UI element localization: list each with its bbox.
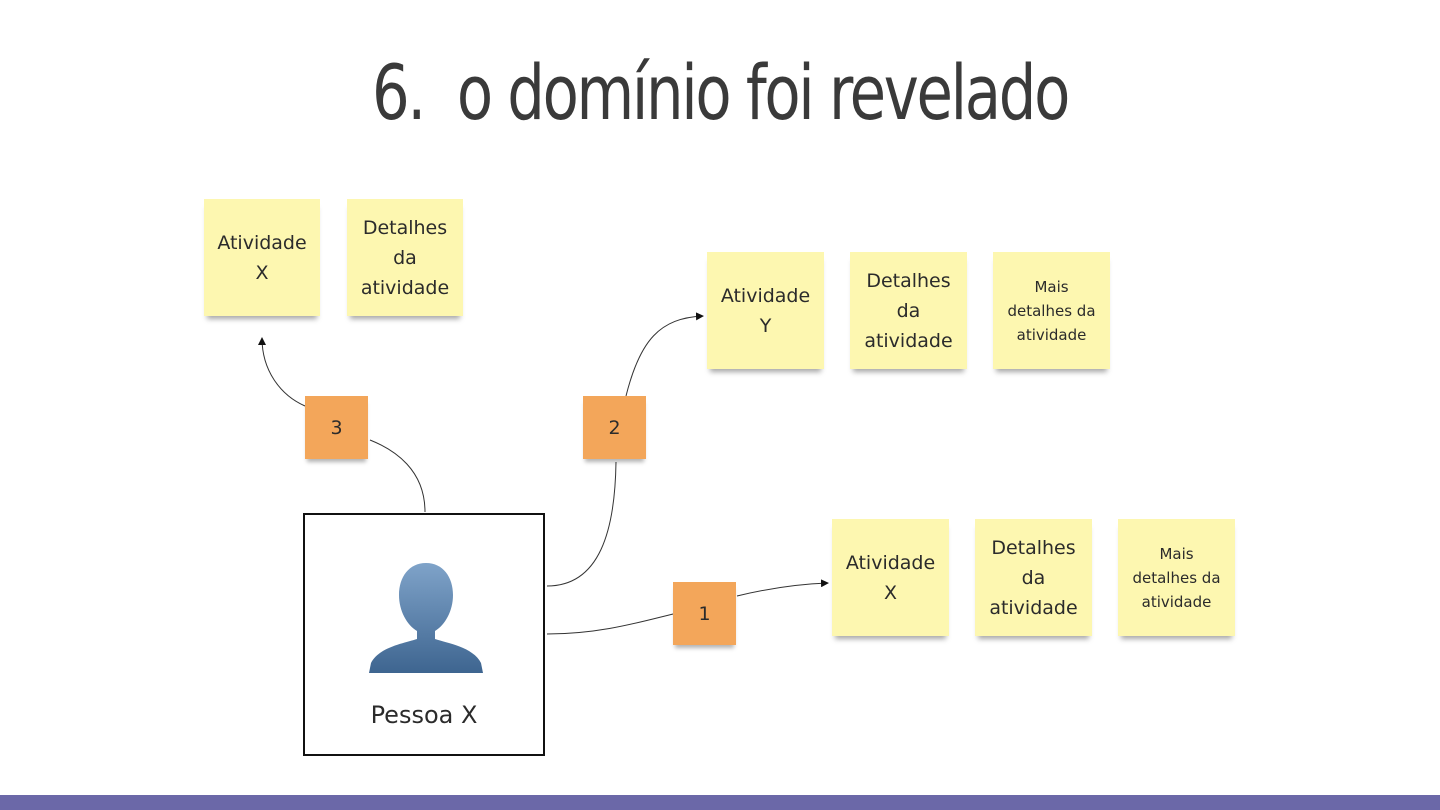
sticky-note-activity-y: Atividade Y <box>707 252 824 369</box>
connector-to-activity-y <box>546 316 703 587</box>
step-note-3: 3 <box>305 396 368 459</box>
sticky-note-more-details-bottom: Mais detalhes da atividade <box>1118 519 1235 636</box>
step-note-1: 1 <box>673 582 736 645</box>
footer-bar <box>0 795 1440 810</box>
sticky-note-details-middle: Detalhes da atividade <box>850 252 967 369</box>
person-card: Pessoa X <box>303 513 545 756</box>
sticky-note-activity-x-bottom: Atividade X <box>832 519 949 636</box>
connector-to-activity-x-top <box>262 338 426 513</box>
connector-to-activity-x-bottom <box>546 583 828 635</box>
sticky-note-more-details-middle: Mais detalhes da atividade <box>993 252 1110 369</box>
user-silhouette-icon <box>369 563 483 673</box>
slide-title: 6. o domínio foi revelado <box>371 48 1070 137</box>
sticky-note-details-top: Detalhes da atividade <box>347 199 463 316</box>
step-note-2: 2 <box>583 396 646 459</box>
sticky-note-details-bottom: Detalhes da atividade <box>975 519 1092 636</box>
sticky-note-activity-x-top: Atividade X <box>204 199 320 316</box>
person-label: Pessoa X <box>370 701 478 729</box>
